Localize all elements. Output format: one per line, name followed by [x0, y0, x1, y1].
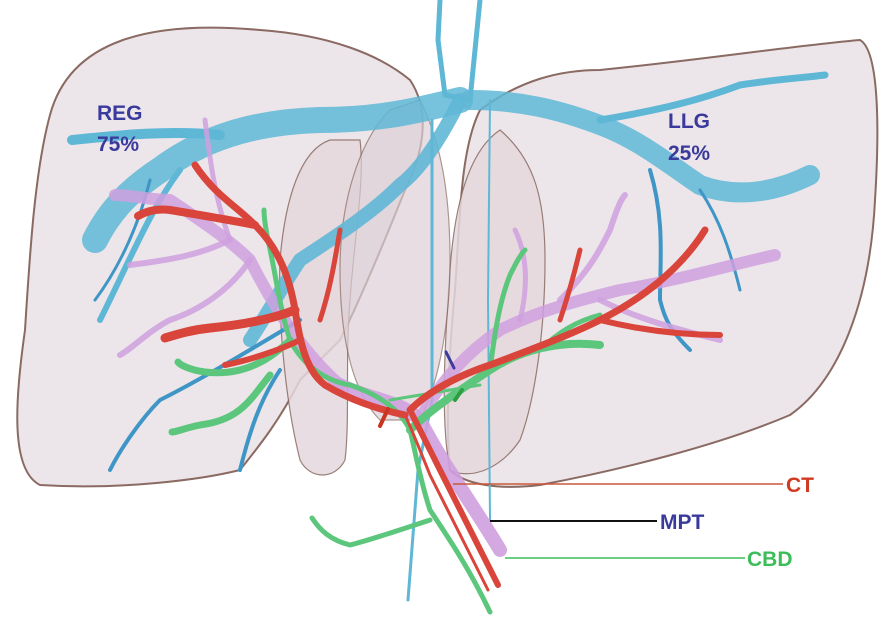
- right-graft-percent: 75%: [97, 133, 139, 156]
- ct-label: CT: [786, 474, 814, 497]
- cbd-label: CBD: [747, 548, 793, 571]
- right-graft-label: REG: [97, 102, 143, 125]
- left-graft-label: LLG: [668, 110, 710, 133]
- left-graft-percent: 25%: [668, 142, 710, 165]
- mpt-label: MPT: [660, 511, 705, 534]
- ivc: [438, 0, 480, 100]
